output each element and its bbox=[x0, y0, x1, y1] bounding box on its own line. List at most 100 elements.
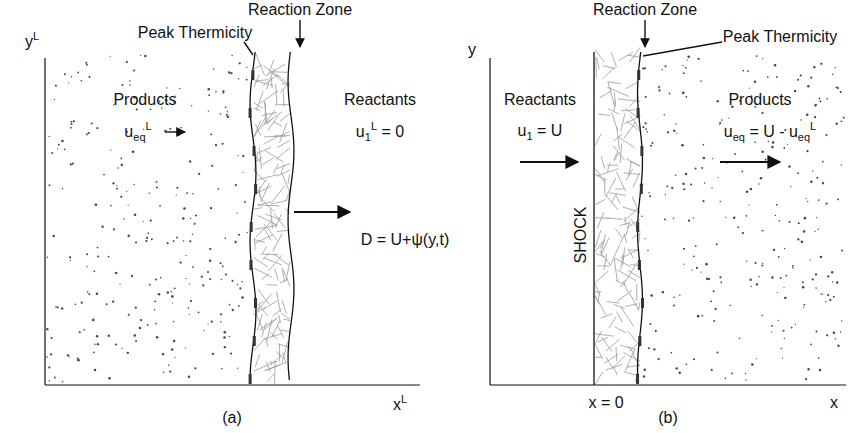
stipple-dot bbox=[209, 278, 211, 280]
stipple-dot bbox=[693, 217, 694, 218]
stipple-dot bbox=[783, 287, 784, 288]
stipple-dot bbox=[673, 217, 674, 218]
stipple-dot bbox=[645, 96, 647, 98]
texture-stroke bbox=[617, 136, 634, 147]
stipple-dot bbox=[222, 265, 224, 267]
stipple-dot bbox=[61, 307, 63, 309]
stipple-dot bbox=[116, 188, 118, 190]
texture-stroke bbox=[597, 57, 600, 69]
stipple-dot bbox=[58, 144, 60, 146]
texture-stroke bbox=[595, 296, 606, 315]
stipple-dot bbox=[777, 292, 778, 293]
zone-boundaries bbox=[250, 52, 642, 385]
stipple-dot bbox=[147, 324, 149, 326]
stipple-dot bbox=[832, 281, 833, 282]
region-label: Reactants bbox=[504, 91, 576, 109]
stipple-dot bbox=[715, 308, 717, 310]
stipple-dot bbox=[179, 88, 180, 89]
texture-stroke bbox=[265, 229, 271, 241]
stipple-dot bbox=[774, 64, 777, 67]
stipple-dot bbox=[787, 144, 788, 145]
texture-stroke bbox=[595, 372, 603, 385]
texture-stroke bbox=[254, 118, 265, 137]
texture-stroke bbox=[263, 334, 281, 339]
stipple-dot bbox=[837, 345, 839, 347]
thermicity-mark bbox=[249, 374, 252, 384]
texture-stroke bbox=[603, 67, 616, 79]
texture-stroke bbox=[601, 314, 613, 318]
stipple-dot bbox=[829, 299, 831, 301]
stipple-dot bbox=[189, 314, 190, 315]
stipple-dot bbox=[745, 373, 746, 374]
stipple-dot bbox=[194, 223, 196, 225]
stipple-dot bbox=[180, 261, 182, 263]
stipple-dot bbox=[166, 87, 167, 88]
stipple-dot bbox=[71, 123, 73, 125]
texture-stroke bbox=[600, 240, 605, 249]
axis-line bbox=[44, 58, 45, 385]
stipple-dot bbox=[71, 76, 72, 77]
stipple-dot bbox=[168, 364, 169, 365]
texture-stroke bbox=[617, 290, 633, 301]
stipple-dot bbox=[664, 218, 666, 220]
stipple-dot bbox=[657, 358, 659, 360]
stipple-dot bbox=[800, 74, 802, 76]
stipple-dot bbox=[815, 330, 817, 332]
stipple-dot bbox=[223, 331, 226, 334]
stipple-dot bbox=[207, 271, 209, 273]
stipple-dot bbox=[771, 276, 773, 278]
stipple-dot bbox=[649, 195, 651, 197]
stipple-dot bbox=[241, 296, 244, 299]
stipple-dot bbox=[134, 184, 135, 185]
stipple-dot bbox=[208, 94, 210, 96]
stipple-dot bbox=[189, 283, 190, 284]
texture-stroke bbox=[597, 265, 610, 266]
stipple-dot bbox=[800, 119, 801, 120]
stipple-dot bbox=[771, 146, 774, 149]
reaction-zone-texture bbox=[254, 47, 640, 384]
stipple-dot bbox=[190, 300, 192, 302]
stipple-dot bbox=[665, 65, 667, 67]
texture-stroke bbox=[614, 151, 618, 160]
stipple-dot bbox=[798, 222, 800, 224]
leader-line bbox=[244, 42, 253, 55]
stipple-dot bbox=[739, 337, 741, 339]
stipple-dot bbox=[227, 111, 228, 112]
texture-stroke bbox=[260, 91, 278, 104]
stipple-dot bbox=[721, 119, 723, 121]
stipple-dot bbox=[783, 330, 785, 332]
stipple-dot bbox=[719, 276, 721, 278]
flow-arrow bbox=[165, 131, 185, 132]
stipple-dot bbox=[139, 327, 142, 330]
texture-stroke bbox=[636, 284, 637, 301]
stipple-dot bbox=[134, 334, 137, 337]
stipple-dot bbox=[725, 217, 726, 218]
stipple-dot bbox=[208, 111, 209, 112]
stipple-dot bbox=[826, 98, 828, 100]
stipple-dot bbox=[171, 291, 172, 292]
stipple-dot bbox=[741, 171, 743, 173]
texture-stroke bbox=[257, 215, 277, 225]
texture-stroke bbox=[595, 334, 614, 336]
stipple-dot bbox=[841, 164, 842, 165]
stipple-dot bbox=[101, 225, 103, 227]
texture-stroke bbox=[263, 301, 277, 310]
stipple-dot bbox=[695, 167, 697, 169]
stipple-dot bbox=[754, 142, 756, 144]
texture-stroke bbox=[607, 302, 619, 304]
stipple-dot bbox=[676, 132, 677, 133]
texture-stroke bbox=[274, 361, 276, 384]
texture-stroke bbox=[620, 144, 621, 163]
stipple-dot bbox=[725, 377, 727, 379]
stipple-dot bbox=[54, 99, 55, 100]
stipple-dot bbox=[136, 108, 138, 110]
texture-stroke bbox=[624, 118, 637, 124]
stipple-dot bbox=[797, 172, 799, 174]
stipple-dot bbox=[840, 121, 841, 122]
texture-stroke bbox=[628, 331, 637, 343]
stipple-dot bbox=[750, 279, 752, 281]
stipple-dot bbox=[837, 198, 839, 200]
thermicity-mark bbox=[640, 146, 643, 156]
stipple-dot bbox=[712, 158, 713, 159]
stipple-dot bbox=[700, 80, 702, 82]
